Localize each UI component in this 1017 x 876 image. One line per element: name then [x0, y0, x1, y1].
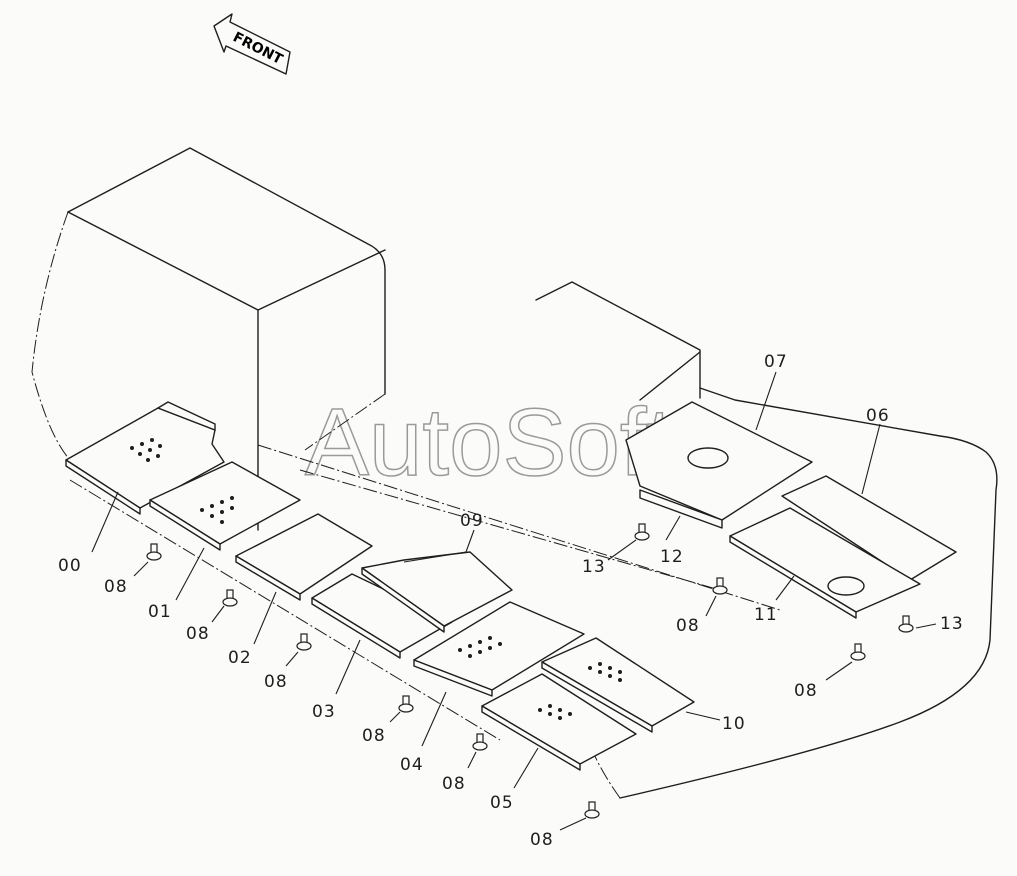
- floor-plate-01: [149, 461, 301, 551]
- label-05: 05: [490, 793, 514, 813]
- bolt-icon: [296, 633, 312, 651]
- floor-plate-09: [361, 551, 513, 633]
- label-09: 09: [460, 511, 484, 531]
- label-08d: 08: [362, 726, 386, 746]
- bolt-icon: [222, 589, 238, 607]
- label-04: 04: [400, 755, 424, 775]
- bolt-icon: [146, 543, 162, 561]
- label-13b: 13: [940, 614, 964, 634]
- bolt-icon: [850, 643, 866, 661]
- label-08f: 08: [530, 830, 554, 850]
- label-06: 06: [866, 406, 890, 426]
- label-00: 00: [58, 556, 82, 576]
- floor-plate-00: [65, 401, 225, 515]
- bolts: [146, 523, 914, 819]
- floor-plate-04: [413, 601, 585, 697]
- frame-baseline: [69, 444, 781, 741]
- floor-plate-07: [625, 401, 813, 521]
- label-10: 10: [722, 714, 746, 734]
- label-08a: 08: [104, 577, 128, 597]
- label-02: 02: [228, 648, 252, 668]
- label-11: 11: [754, 605, 778, 625]
- label-03: 03: [312, 702, 336, 722]
- bolt-icon: [712, 577, 728, 595]
- label-01: 01: [148, 602, 172, 622]
- bolt-icon: [898, 615, 914, 633]
- floor-plate-03: [311, 573, 453, 659]
- floor-plate-10: [541, 637, 695, 733]
- part-labels: 00 01 02 03 04 05 09 08 08 08 08 08 08 0…: [58, 352, 964, 850]
- bolt-icon: [634, 523, 650, 541]
- label-08h: 08: [794, 681, 818, 701]
- bolt-icon: [398, 695, 414, 713]
- label-12: 12: [660, 547, 684, 567]
- label-08g: 08: [676, 616, 700, 636]
- floor-plate-12: [639, 489, 723, 529]
- perforations: [130, 438, 622, 720]
- label-13a: 13: [582, 557, 606, 577]
- label-08c: 08: [264, 672, 288, 692]
- watermark-text: AutoSoft: [305, 389, 673, 496]
- label-08e: 08: [442, 774, 466, 794]
- floor-plate-02: [235, 513, 373, 601]
- bolt-icon: [584, 801, 600, 819]
- leader-lines: [91, 371, 937, 831]
- bolt-icon: [472, 733, 488, 751]
- label-08b: 08: [186, 624, 210, 644]
- label-07: 07: [764, 352, 788, 372]
- front-arrow-icon: FRONT: [213, 13, 291, 75]
- floor-plate-06: [781, 475, 957, 581]
